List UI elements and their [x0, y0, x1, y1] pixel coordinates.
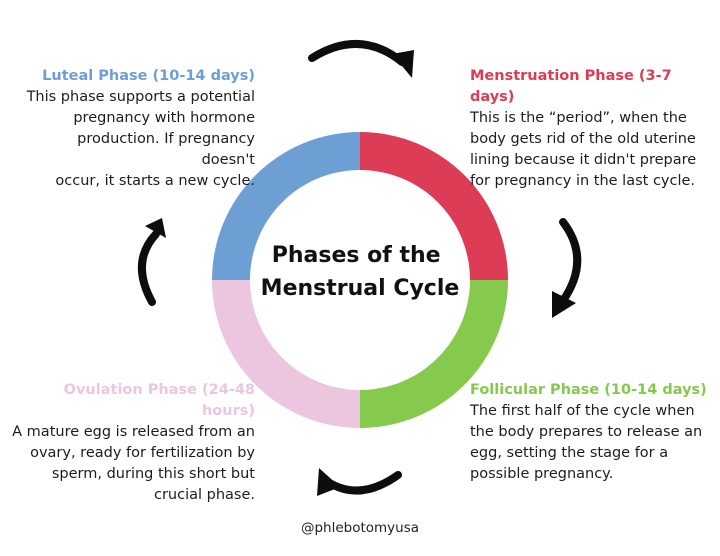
- luteal-segment: [212, 132, 360, 280]
- ovulation-phase-block: Ovulation Phase (24-48 hours) A mature e…: [10, 380, 255, 506]
- ovulation-segment: [212, 280, 360, 428]
- follicular-phase-description: The first half of the cycle when the bod…: [470, 403, 703, 482]
- luteal-phase-block: Luteal Phase (10-14 days) This phase sup…: [20, 66, 255, 192]
- center-title-line-2: Menstrual Cycle: [261, 276, 460, 301]
- menstruation-phase-block: Menstruation Phase (3-7 days) This is th…: [470, 66, 710, 192]
- menstruation-segment: [360, 132, 508, 280]
- center-title-line-1: Phases of the: [272, 243, 441, 268]
- luteal-phase-description: This phase supports a potential pregnanc…: [26, 89, 255, 189]
- ovulation-phase-description: A mature egg is released from an ovary, …: [12, 424, 255, 503]
- follicular-segment: [360, 280, 508, 428]
- arrow-top-icon: [308, 39, 414, 78]
- follicular-phase-title: Follicular Phase (10-14 days): [470, 382, 707, 398]
- menstruation-phase-description: This is the “period”, when the body gets…: [470, 110, 697, 189]
- ovulation-phase-title: Ovulation Phase (24-48 hours): [63, 382, 255, 419]
- arrow-left-icon: [137, 218, 166, 306]
- menstruation-phase-title: Menstruation Phase (3-7 days): [470, 68, 672, 105]
- center-title: Phases of the Menstrual Cycle: [261, 243, 460, 301]
- arrow-bottom-icon: [317, 468, 402, 496]
- arrow-right-icon: [552, 218, 582, 318]
- credit-handle: @phlebotomyusa: [300, 520, 420, 536]
- luteal-phase-title: Luteal Phase (10-14 days): [42, 68, 255, 84]
- follicular-phase-block: Follicular Phase (10-14 days) The first …: [470, 380, 710, 485]
